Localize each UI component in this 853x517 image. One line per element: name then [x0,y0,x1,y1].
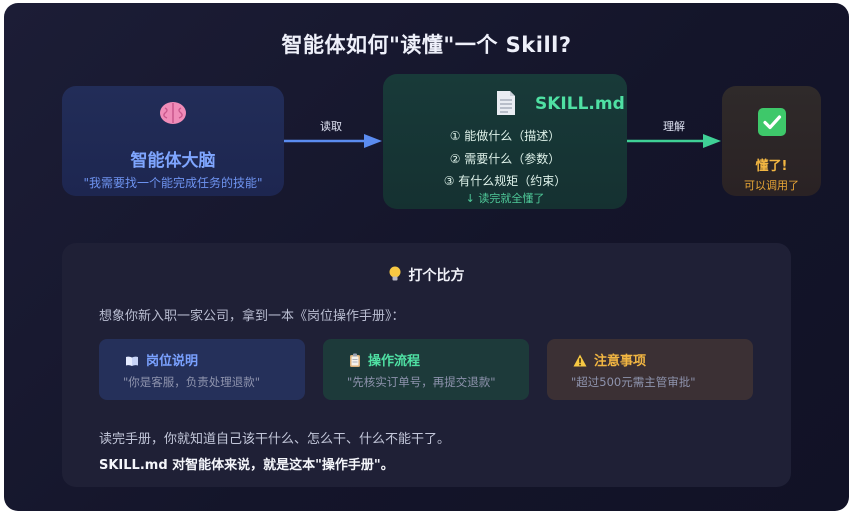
brain-subtitle: "我需要找一个能完成任务的技能" [83,176,263,190]
document-icon [495,90,517,120]
analogy-heading-text: 打个比方 [408,268,465,284]
understood-box: 懂了! 可以调用了 [722,86,821,196]
card-text: "超过500元需主管审批" [571,375,696,389]
skill-line-parameters: ② 需要什么（参数） [449,152,561,166]
understood-subtitle: 可以调用了 [744,179,799,192]
brain-title: 智能体大脑 [130,151,216,171]
arrow-understand [627,134,721,148]
card-text: "你是客服，负责处理退款" [123,375,261,389]
card-title: 操作流程 [368,354,421,369]
warning-icon [573,354,587,371]
analogy-outro: 读完手册，你就知道自己该干什么、怎么干、什么不能干了。 [99,432,451,447]
arrow-read [284,134,382,148]
card-procedure: 操作流程 "先核实订单号，再提交退款" [323,339,529,400]
book-icon [125,355,139,371]
check-icon [758,108,786,140]
analogy-heading: 打个比方 [62,265,791,286]
skill-md-box: SKILL.md ① 能做什么（描述） ② 需要什么（参数） ③ 有什么规矩（约… [383,74,627,209]
card-title: 岗位说明 [146,354,199,369]
card-text: "先核实订单号，再提交退款" [347,375,496,389]
card-title: 注意事项 [594,354,647,369]
agent-brain-box: 智能体大脑 "我需要找一个能完成任务的技能" [62,86,284,196]
skill-line-description: ① 能做什么（描述） [449,129,561,143]
diagram-title: 智能体如何"读懂"一个 Skill? [281,33,572,57]
skill-line-constraints: ③ 有什么规矩（约束） [443,174,567,188]
card-job-description: 岗位说明 "你是客服，负责处理退款" [99,339,305,400]
skill-footer: ↓ 读完就全懂了 [465,192,545,205]
arrow-understand-label: 理解 [663,120,685,133]
understood-title: 懂了! [755,159,788,174]
lightbulb-icon [389,266,401,286]
analogy-intro: 想象你新入职一家公司，拿到一本《岗位操作手册》： [99,309,405,324]
analogy-conclusion: SKILL.md 对智能体来说，就是这本"操作手册"。 [99,458,394,473]
brain-icon [62,100,284,130]
diagram-canvas: 智能体如何"读懂"一个 Skill? 智能体大脑 "我需要找一个能完成任务的技能… [4,3,849,511]
card-precautions: 注意事项 "超过500元需主管审批" [547,339,753,400]
skill-file-name: SKILL.md [535,94,625,114]
analogy-panel: 打个比方 想象你新入职一家公司，拿到一本《岗位操作手册》： 岗位说明 "你是客服… [62,243,791,487]
clipboard-icon [349,353,361,371]
arrow-read-label: 读取 [320,120,342,133]
